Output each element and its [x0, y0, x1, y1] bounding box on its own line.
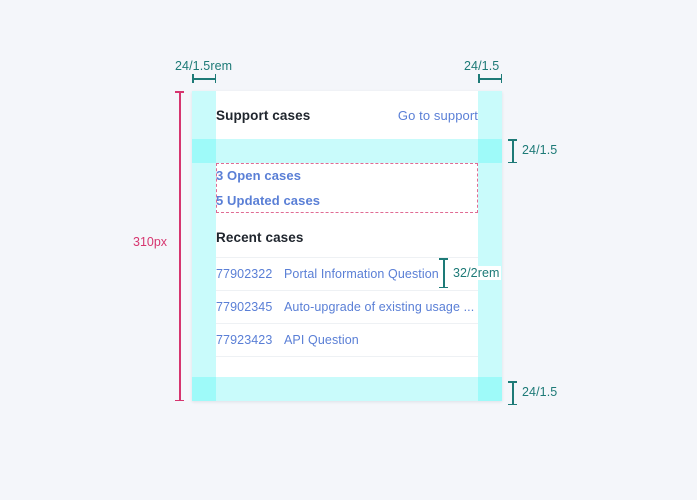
card-content: Support cases Go to support 3 Open cases… — [216, 91, 478, 401]
updated-cases-count[interactable]: 5 Updated cases — [216, 193, 321, 208]
spec-label-total-height: 310px — [133, 235, 168, 249]
spec-label-right-bottom: 24/1.5 — [522, 385, 558, 399]
case-subject: Auto-upgrade of existing usage ... — [284, 300, 475, 314]
case-id: 77902345 — [216, 300, 273, 314]
spec-measure-top-left — [192, 74, 216, 83]
case-counts: 3 Open cases 5 Updated cases — [216, 163, 478, 213]
spec-label-top-left: 24/1.5rem — [175, 59, 233, 73]
case-id: 77923423 — [216, 333, 273, 347]
spec-label-top-right: 24/1.5 — [464, 59, 500, 73]
table-row[interactable]: 77902345 Auto-upgrade of existing usage … — [216, 291, 478, 324]
spec-measure-right-top — [508, 139, 517, 163]
gutter-right-overlay — [478, 91, 502, 401]
spec-measure-total-height — [175, 91, 184, 401]
gutter-band-intersect-top-right — [478, 139, 502, 163]
gutter-band-intersect-bottom-left — [192, 377, 216, 401]
open-cases-count[interactable]: 3 Open cases — [216, 168, 302, 183]
card-header: Support cases Go to support — [216, 91, 478, 139]
recent-cases-list: 77902322 Portal Information Question 779… — [216, 257, 478, 357]
case-id: 77902322 — [216, 267, 273, 281]
gutter-left-overlay — [192, 91, 216, 401]
spec-measure-right-bottom — [508, 381, 517, 405]
gutter-band-intersect-top-left — [192, 139, 216, 163]
table-row[interactable]: 77902322 Portal Information Question — [216, 257, 478, 291]
support-cases-card: Support cases Go to support 3 Open cases… — [192, 91, 502, 401]
case-subject: API Question — [284, 333, 359, 347]
spec-measure-top-right — [478, 74, 502, 83]
table-row[interactable]: 77923423 API Question — [216, 324, 478, 357]
gutter-band-intersect-bottom-right — [478, 377, 502, 401]
spec-label-right-top: 24/1.5 — [522, 143, 558, 157]
card-title: Support cases — [216, 107, 311, 123]
go-to-support-link[interactable]: Go to support — [397, 107, 478, 123]
recent-cases-heading: Recent cases — [216, 230, 304, 245]
spec-label-row-height: 32/2rem — [452, 266, 501, 280]
spec-measure-row-height — [439, 258, 448, 288]
case-subject: Portal Information Question — [284, 267, 439, 281]
